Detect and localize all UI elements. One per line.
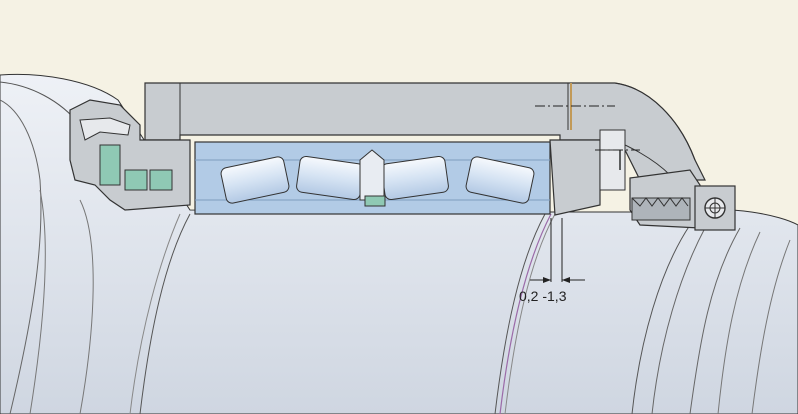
dimension-label: 0,2 -1,3 <box>519 288 567 304</box>
dimension-marker <box>530 218 585 283</box>
rollers <box>220 155 535 204</box>
housing <box>144 82 706 181</box>
center-cage <box>359 149 386 207</box>
roller-1 <box>220 156 290 204</box>
center-lines <box>535 105 640 170</box>
right-seal-housing <box>549 129 626 216</box>
bolt-icon <box>694 185 736 231</box>
locking-nut <box>629 169 701 229</box>
roller-4 <box>465 156 535 204</box>
shaft <box>0 73 798 414</box>
